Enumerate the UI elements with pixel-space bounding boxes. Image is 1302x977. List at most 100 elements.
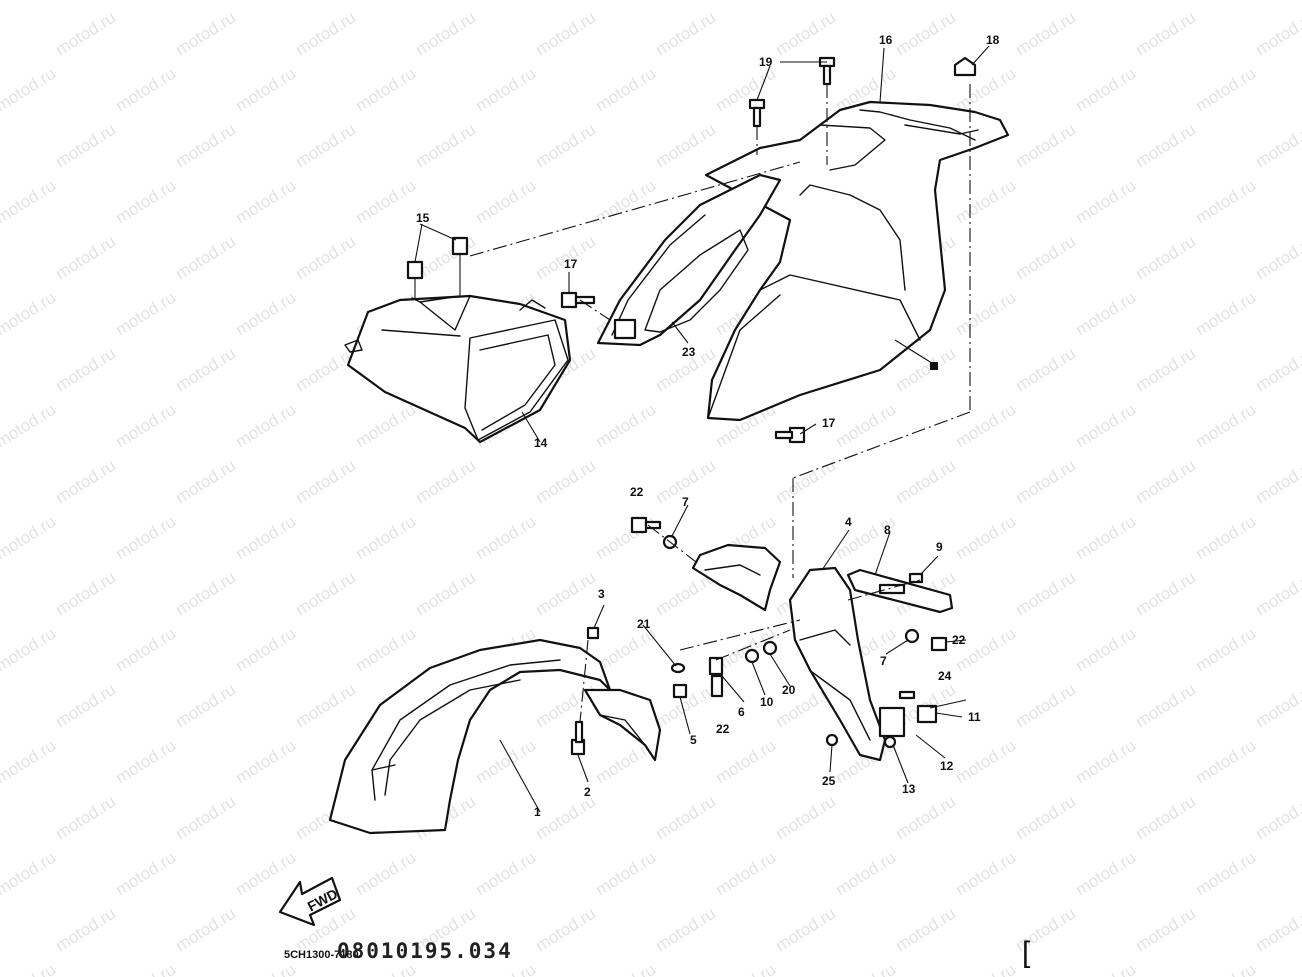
watermark-text: motod.ru [772,8,839,60]
watermark-text: motod.ru [112,400,179,452]
watermark-text: motod.ru [1132,904,1199,956]
watermark-text: motod.ru [1132,792,1199,844]
watermark-text: motod.ru [172,344,239,396]
watermark-text: motod.ru [1192,960,1259,977]
watermark-text: motod.ru [112,848,179,900]
watermark-text: motod.ru [52,568,119,620]
side-panel-part [596,173,782,347]
watermark-text: motod.ru [112,0,179,3]
watermark-text: motod.ru [52,232,119,284]
callout-22: 22 [630,485,644,499]
watermark-text: motod.ru [892,456,959,508]
watermark-text: motod.ru [112,624,179,676]
watermark-text: motod.ru [892,792,959,844]
callout-14: 14 [534,436,548,450]
callout-8: 8 [884,523,891,537]
watermark-text: motod.ru [352,624,419,676]
watermark-text: motod.ru [52,904,119,956]
callout-5: 5 [690,733,697,747]
callout-12: 12 [940,759,954,773]
watermark-text: motod.ru [172,8,239,60]
watermark-text: motod.ru [532,8,599,60]
hardware-parts [560,56,977,756]
watermark-text: motod.ru [952,0,1019,3]
watermark-text: motod.ru [52,344,119,396]
watermark-text: motod.ru [952,960,1019,977]
watermark-text: motod.ru [232,736,299,788]
watermark-text: motod.ru [232,64,299,116]
watermark-text: motod.ru [532,456,599,508]
watermark-text: motod.ru [412,8,479,60]
watermark-text: motod.ru [1192,176,1259,228]
watermark-text: motod.ru [1132,8,1199,60]
callout-19: 19 [759,55,773,69]
watermark-text: motod.ru [1072,0,1139,3]
watermark-text: motod.ru [352,176,419,228]
watermark-text: motod.ru [472,512,539,564]
watermark-text: motod.ru [352,64,419,116]
watermark-text: motod.ru [1012,8,1079,60]
watermark-text: motod.ru [1072,848,1139,900]
callout-labels: 1234567789101112131415161717181920212222… [416,33,1000,819]
watermark-text: motod.ru [952,848,1019,900]
watermark-text: motod.ru [472,176,539,228]
watermark-text: motod.ru [1192,400,1259,452]
callout-16: 16 [879,33,893,47]
watermark-text: motod.ru [532,120,599,172]
callout-20: 20 [782,683,796,697]
watermark-text: motod.ru [1012,680,1079,732]
watermark-text: motod.ru [1012,344,1079,396]
watermark-text: motod.ru [172,904,239,956]
watermark-text: motod.ru [1072,400,1139,452]
callout-13: 13 [902,782,916,796]
watermark-text: motod.ru [592,400,659,452]
callout-18: 18 [986,33,1000,47]
front-fender-part [328,638,662,835]
watermark-text: motod.ru [1012,456,1079,508]
watermark-text: motod.ru [292,680,359,732]
watermark-text: motod.ru [652,904,719,956]
watermark-text: motod.ru [532,792,599,844]
watermark-text: motod.ru [232,400,299,452]
watermark-text: motod.ru [592,960,659,977]
watermark-text: motod.ru [1132,232,1199,284]
callout-6: 6 [738,705,745,719]
watermark-text: motod.ru [952,288,1019,340]
watermark-text: motod.ru [232,624,299,676]
watermark-text: motod.ru [1192,848,1259,900]
watermark-text: motod.ru [52,456,119,508]
watermark-text: motod.ru [1192,624,1259,676]
watermark-text: motod.ru [112,176,179,228]
callout-17: 17 [564,257,578,271]
watermark-text: motod.ru [112,288,179,340]
watermark-text: motod.ru [1132,680,1199,732]
watermark-text: motod.ru [832,848,899,900]
callout-4: 4 [845,515,852,529]
watermark-text: motod.ru [52,680,119,732]
license-bracket-part [846,568,954,614]
callout-24: 24 [938,669,952,683]
watermark-text: motod.ru [892,904,959,956]
callout-3: 3 [598,587,605,601]
callout-23: 23 [682,345,696,359]
watermark-text: motod.ru [0,288,59,340]
callout-2: 2 [584,785,591,799]
watermark-text: motod.ru [0,512,59,564]
watermark-text: motod.ru [1192,736,1259,788]
watermark-text: motod.ru [832,512,899,564]
watermark-text: motod.ru [292,568,359,620]
watermark-text: motod.ru [1012,120,1079,172]
watermark-text: motod.ru [832,0,899,3]
watermark-text: motod.ru [1252,232,1302,284]
watermark-text: motod.ru [172,680,239,732]
watermark-text: motod.ru [232,960,299,977]
watermark-text: motod.ru [0,736,59,788]
fwd-arrow-icon: FWD [278,876,342,927]
watermark-text: motod.ru [652,792,719,844]
watermark-text: motod.ru [232,0,299,3]
watermark-text: motod.ru [112,512,179,564]
watermark-text: motod.ru [292,120,359,172]
watermark-text: motod.ru [472,64,539,116]
callout-7: 7 [682,495,689,509]
watermark-text: motod.ru [1012,792,1079,844]
